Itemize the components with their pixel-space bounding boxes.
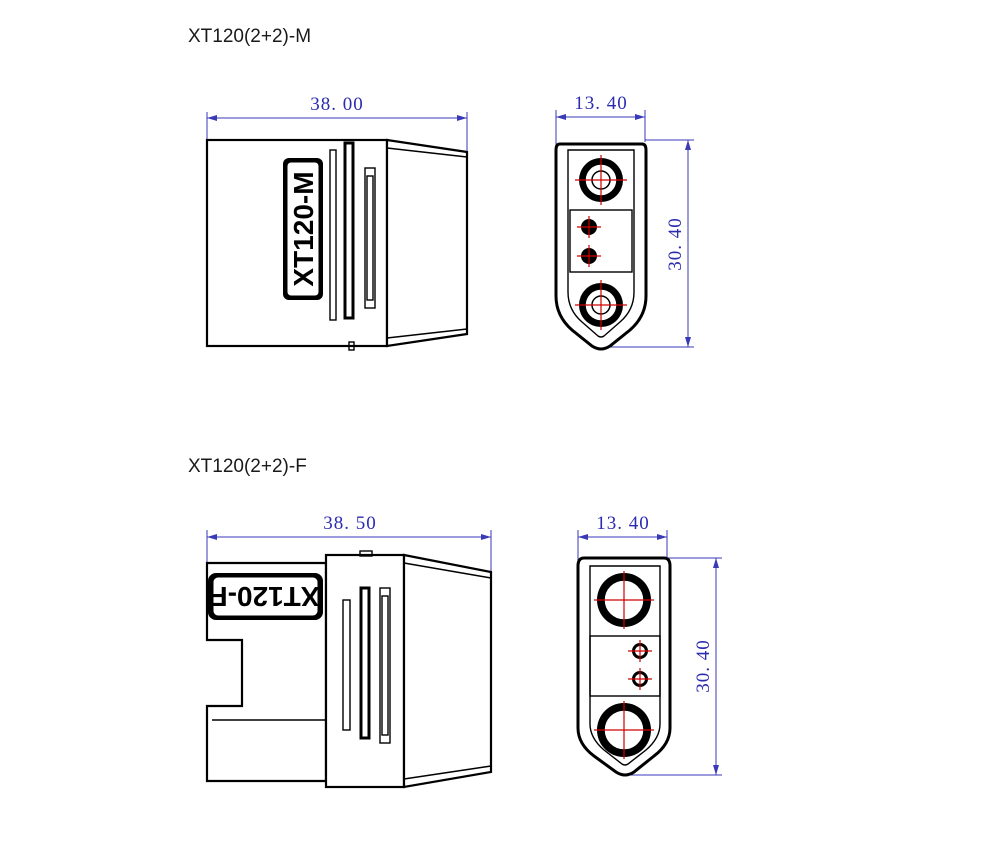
female-front-view: 13. 40 30. 40 <box>576 513 722 777</box>
female-width-dimension: 38. 50 <box>206 513 492 575</box>
female-front-width-value: 13. 40 <box>596 513 650 534</box>
male-front-height-value: 30. 40 <box>665 217 686 271</box>
male-front-height-dimension: 30. 40 <box>610 139 694 348</box>
female-front-width-dimension: 13. 40 <box>577 513 668 568</box>
male-front-width-dimension: 13. 40 <box>555 93 646 150</box>
male-side-view: 38. 00 XT120-M <box>205 94 469 351</box>
male-front-width-value: 13. 40 <box>574 93 628 114</box>
male-body-label: XT120-M <box>288 171 319 286</box>
male-width-dimension: 38. 00 <box>206 94 468 152</box>
female-front-height-dimension: 30. 40 <box>630 557 722 776</box>
male-front-view: 13. 40 30. 40 <box>554 93 694 351</box>
female-front-height-value: 30. 40 <box>693 639 714 693</box>
male-width-value: 38. 00 <box>310 94 364 115</box>
female-width-value: 38. 50 <box>323 513 377 534</box>
female-title: XT120(2+2)-F <box>188 456 307 477</box>
female-side-view: 38. 50 XT120-F <box>205 513 493 789</box>
female-body-label: XT120-F <box>211 581 320 612</box>
male-title: XT120(2+2)-M <box>188 26 311 47</box>
